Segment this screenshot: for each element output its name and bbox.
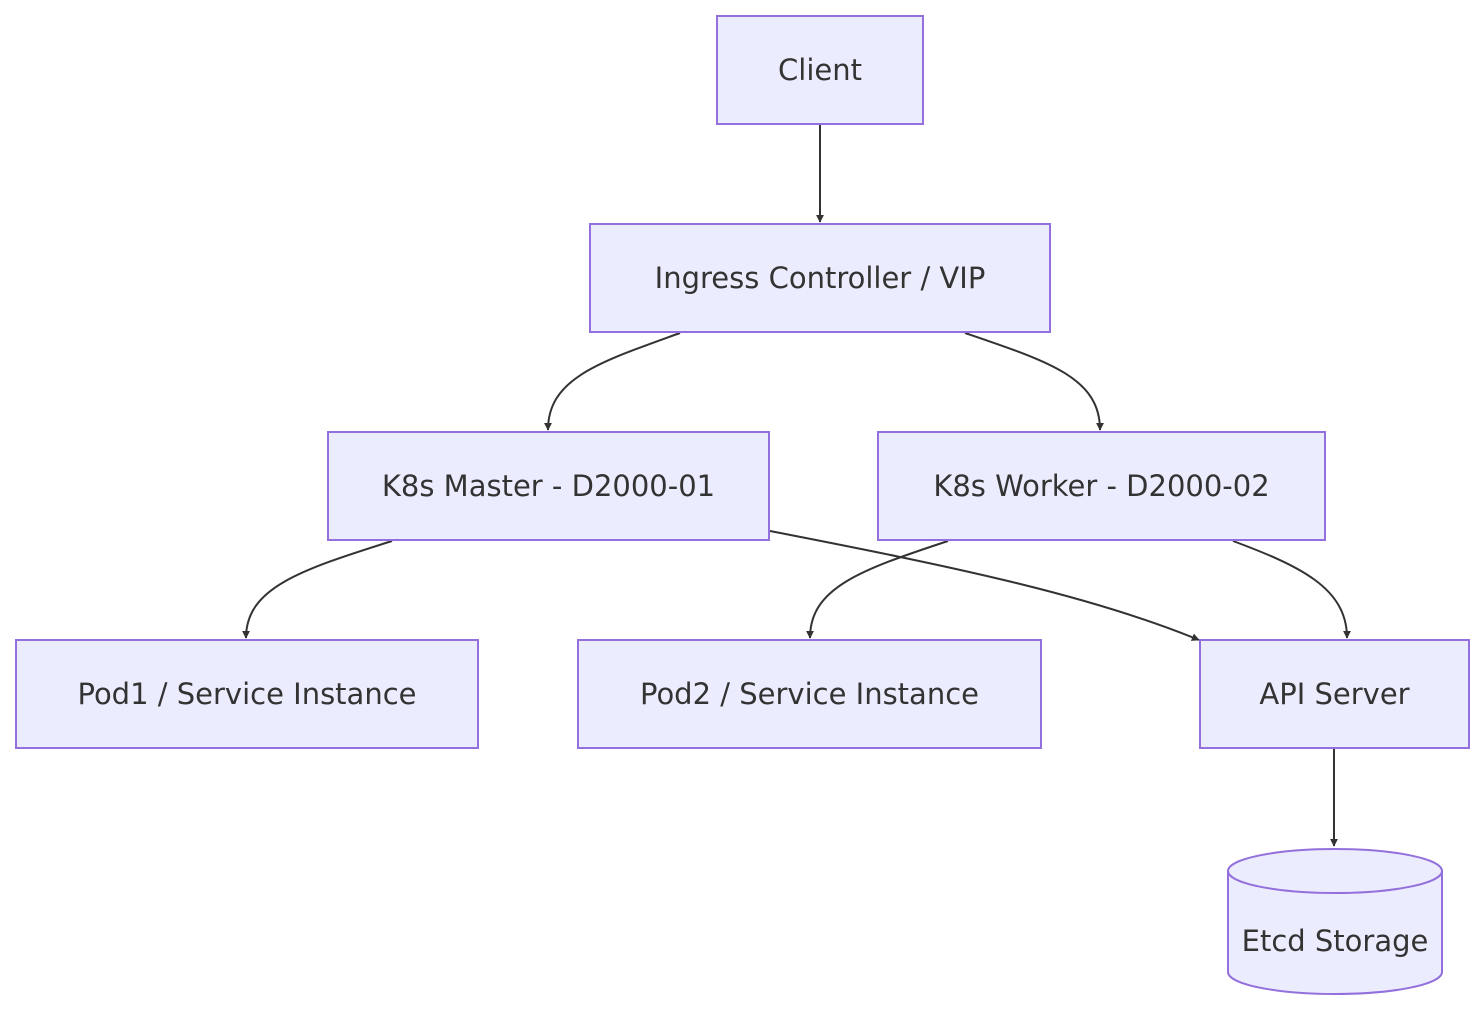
node-api-server[interactable]: API Server [1199,639,1470,749]
node-pod2[interactable]: Pod2 / Service Instance [577,639,1042,749]
node-api-server-label: API Server [1259,677,1410,711]
node-k8s-master-label: K8s Master - D2000-01 [381,469,716,503]
edge-master-pod1 [242,540,393,639]
edge-ingress-master [544,332,681,431]
edge-ingress-worker [964,332,1104,431]
node-etcd-storage[interactable]: Etcd Storage [1228,905,1442,977]
edge-worker-pod2 [806,540,949,639]
etcd-storage-cylinder [1227,848,1443,995]
node-etcd-storage-label: Etcd Storage [1241,924,1429,958]
node-ingress-controller-label: Ingress Controller / VIP [654,261,986,295]
node-client[interactable]: Client [716,15,924,125]
node-pod2-label: Pod2 / Service Instance [639,677,979,711]
node-k8s-master[interactable]: K8s Master - D2000-01 [327,431,770,541]
edge-worker-api [1232,540,1351,639]
edge-master-api [769,530,1200,641]
node-pod1[interactable]: Pod1 / Service Instance [15,639,479,749]
node-k8s-worker[interactable]: K8s Worker - D2000-02 [877,431,1326,541]
node-ingress-controller[interactable]: Ingress Controller / VIP [589,223,1051,333]
node-pod1-label: Pod1 / Service Instance [77,677,417,711]
node-client-label: Client [778,53,862,87]
node-k8s-worker-label: K8s Worker - D2000-02 [933,469,1270,503]
